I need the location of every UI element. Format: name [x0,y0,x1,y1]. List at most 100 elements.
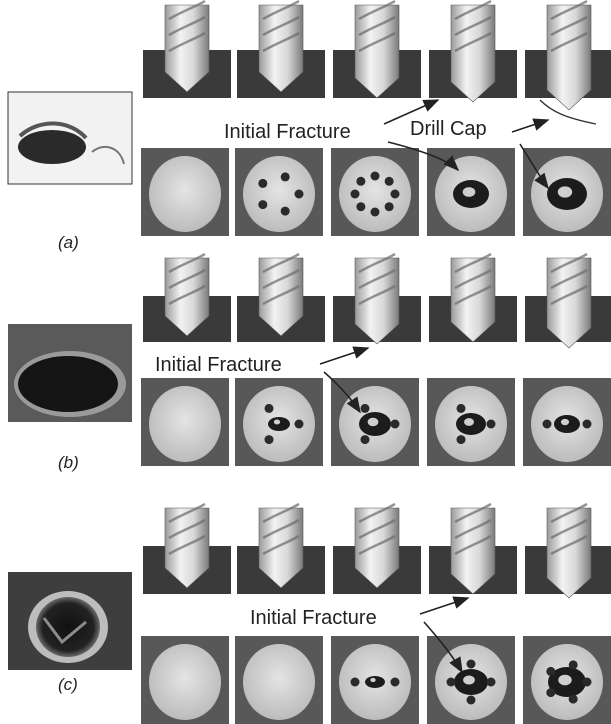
fracture-fragment [487,420,496,429]
fracture-fragment [467,696,476,705]
fracture-fragment [265,404,274,413]
fracture-fragment [281,207,290,216]
fracture-fragment [385,202,394,211]
fracture-fragment [546,667,555,676]
drill-step-b-4 [429,254,517,342]
fracture-fragment [467,660,476,669]
fracture-fragment [487,678,496,687]
drill-step-a-2 [237,1,325,98]
fracture-fragment [543,420,552,429]
panel-label-a: (a) [58,233,79,252]
photo-b [8,324,132,422]
fracture-fragment [258,200,267,209]
drill-step-c-5 [525,504,611,598]
panel-label-b: (b) [58,453,79,472]
hole-photos [8,92,132,670]
fracture-fragment [265,435,274,444]
drill-step-a-3 [333,1,421,98]
hole-opening [18,356,118,412]
fracture-fragment [447,678,456,687]
sem-image-a-5 [523,148,611,236]
fracture-highlight [463,675,475,684]
sem-disc [243,156,315,232]
fracture-fragment [546,688,555,697]
fracture-fragment [356,202,365,211]
fracture-highlight [368,418,379,426]
sem-disc [149,386,221,462]
drill-step-c-2 [237,504,325,594]
fracture-fragment [457,435,466,444]
hole-opening [18,130,86,164]
fracture-fragment [371,208,380,217]
sem-image-b-2 [235,378,323,466]
sem-image-a-3 [331,148,419,236]
fracture-fragment [351,190,360,199]
fracture-highlight [274,420,280,425]
sem-image-c-1 [141,636,229,724]
fracture-fragment [583,420,592,429]
fracture-fragment [385,177,394,186]
fracture-fragment [361,435,370,444]
row-a [141,1,611,236]
fracture-fragment [569,695,578,704]
sem-image-a-1 [141,148,229,236]
fracture-highlight [558,675,572,686]
drill-step-b-1 [143,254,231,342]
drill-step-c-3 [333,504,421,594]
fracture-fragment [569,660,578,669]
fracture-highlight [464,418,474,426]
fracture-fragment [258,179,267,188]
fracture-fragment [361,404,370,413]
fracture-center [365,676,385,688]
sem-disc [339,156,411,232]
fracture-fragment [281,172,290,181]
hole-opening [36,597,100,657]
annotation-initial-fracture-a: Initial Fracture [224,121,351,143]
sem-image-c-3 [331,636,419,724]
panel-label-c: (c) [58,675,78,694]
photo-a [8,92,132,184]
arrow-initial-fracture-b-up [320,348,368,364]
sem-image-c-2 [235,636,323,724]
arrow-drill-cap-a-up [512,120,548,132]
fracture-fragment [295,420,304,429]
drill-step-b-2 [237,254,325,342]
fracture-center [268,417,290,431]
fracture-fragment [371,172,380,181]
drill-step-a-1 [143,1,231,98]
fracture-fragment [295,190,304,199]
drill-step-c-4 [429,504,517,594]
annotation-initial-fracture-b: Initial Fracture [155,354,282,376]
sem-disc [149,156,221,232]
annotation-initial-fracture-c: Initial Fracture [250,607,377,629]
fracture-highlight [558,186,572,197]
sem-disc [149,644,221,720]
fracture-highlight [463,187,476,197]
arrow-initial-fracture-c-up [420,598,468,614]
fracture-highlight [561,419,569,425]
fracture-fragment [457,404,466,413]
drill-step-b-3 [333,254,421,344]
sem-image-a-2 [235,148,323,236]
sem-image-b-4 [427,378,515,466]
drill-step-c-1 [143,504,231,594]
drill-step-b-5 [525,254,611,348]
fracture-fragment [356,177,365,186]
photo-c [8,572,132,670]
sem-disc [243,644,315,720]
fracture-fragment [391,420,400,429]
fracture-fragment [391,190,400,199]
sem-image-b-5 [523,378,611,466]
drill-step-a-4 [429,1,517,102]
annotation-drill-cap-a: Drill Cap [410,118,487,140]
sem-image-c-4 [427,636,515,724]
fracture-fragment [351,678,360,687]
fracture-fragment [583,678,592,687]
drill-step-a-5 [525,1,611,110]
sem-image-b-1 [141,378,229,466]
drill-bit [547,5,591,110]
sem-image-a-4 [427,148,515,236]
fracture-highlight [370,678,375,682]
